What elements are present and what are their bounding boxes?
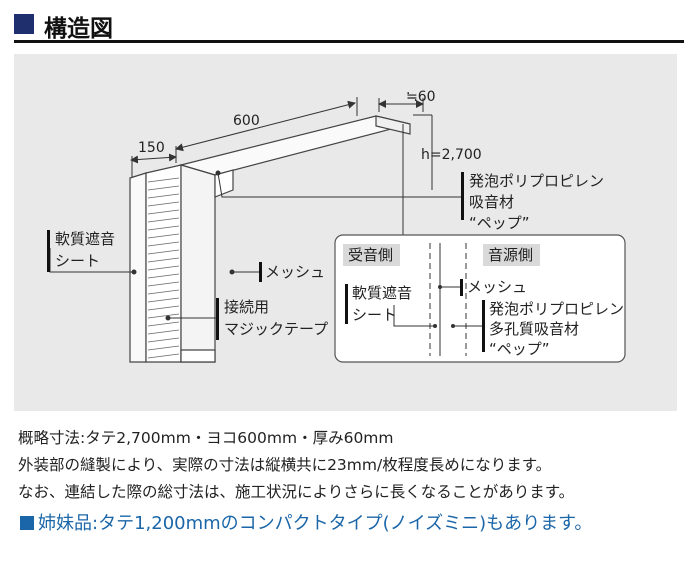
section-header: 構造図: [14, 8, 684, 42]
label-velcro-line1: 接続用: [224, 298, 270, 316]
note-text: 姉妹品:タテ1,200mmのコンパクトタイプ(ノイズミニ)もあります。: [38, 513, 593, 534]
label-ppp-line2: 吸音材: [469, 193, 515, 211]
label-velcro: 接続用 マジックテープ: [224, 294, 328, 342]
section-title: 構造図: [44, 16, 113, 42]
label-ppp-line1: 発泡ポリプロピレン: [469, 172, 605, 190]
label-ppp-line3: “ペップ”: [469, 214, 530, 232]
note-square-icon: [20, 516, 34, 530]
label-sheet-line2: シート: [55, 252, 101, 270]
label-mesh: メッシュ: [265, 263, 326, 281]
dim-600-label: 600: [233, 113, 260, 129]
dim-150-label: 150: [138, 140, 165, 156]
label-sheet-line1: 軟質遮音: [55, 230, 116, 248]
panel-hatching: [147, 177, 180, 359]
header-rule: [14, 40, 684, 43]
inset-sheet: 軟質遮音 シート: [352, 280, 412, 328]
inset-ppp-line3: “ペップ”: [489, 340, 550, 358]
inset-sheet-line2: シート: [352, 306, 398, 324]
inset-ppp-line1: 発泡ポリプロピレン: [489, 300, 625, 318]
inset-receive-side: 受音側: [348, 246, 394, 264]
inset-ppp: 発泡ポリプロピレン 多孔質吸音材 “ペップ”: [489, 296, 624, 362]
label-velcro-line2: マジックテープ: [224, 320, 329, 338]
label-markers: [47, 172, 464, 340]
header-square-icon: [14, 14, 34, 34]
panel-structure: [129, 115, 411, 363]
inset-mesh: メッシュ: [467, 278, 528, 296]
inset-ppp-line2: 多孔質吸音材: [489, 320, 580, 338]
dimension-lines: [130, 97, 433, 190]
label-sheet: 軟質遮音 シート: [55, 226, 115, 274]
sister-product-note: 姉妹品:タテ1,200mmのコンパクトタイプ(ノイズミニ)もあります。: [20, 509, 592, 535]
description-line1: 概略寸法:タテ2,700mm・ヨコ600mm・厚み60mm: [18, 429, 394, 447]
dim-60-label: ≒60: [406, 89, 436, 105]
label-ppp: 発泡ポリプロピレン 吸音材 “ペップ”: [469, 168, 604, 236]
description-line3: なお、連結した際の総寸法は、施工状況によりさらに長くなることがあります。: [18, 483, 575, 501]
inset-source-side: 音源側: [488, 246, 534, 264]
inset-box: [334, 234, 626, 363]
description-line2: 外装部の縫製により、実際の寸法は縦横共に23mm/枚程度長めになります。: [18, 456, 552, 474]
inset-sheet-line1: 軟質遮音: [352, 284, 413, 302]
dim-h-label: h=2,700: [421, 147, 482, 163]
